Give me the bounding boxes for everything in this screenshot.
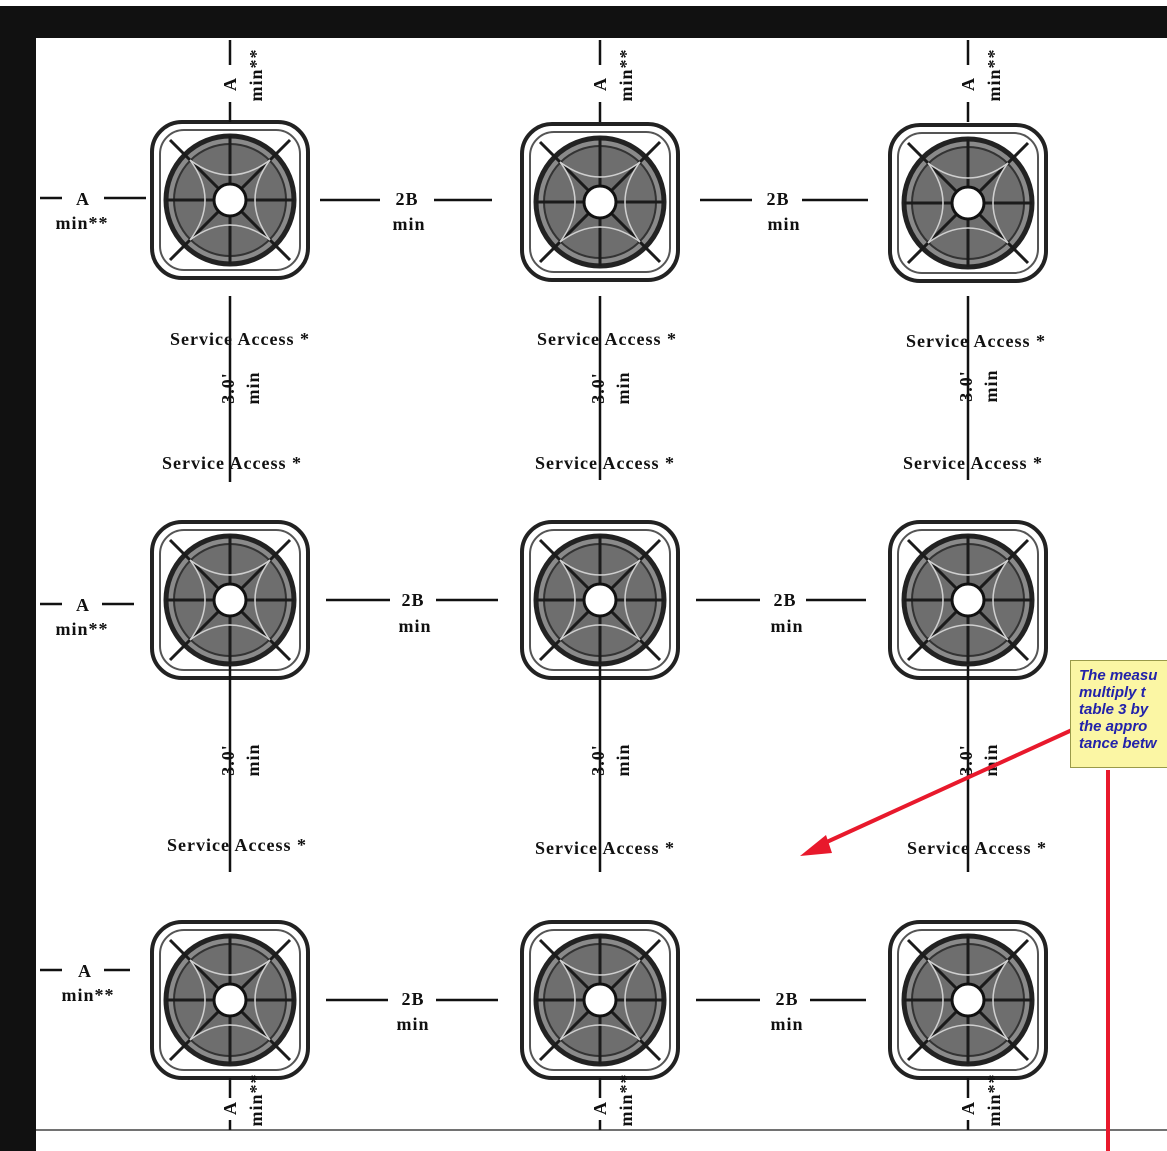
fan-unit (890, 125, 1046, 281)
spacing-min-label: min (396, 1014, 429, 1034)
bottom-a-min-label: min** (246, 1073, 266, 1126)
top-a-min-label: min** (246, 48, 266, 101)
fan-unit (152, 922, 308, 1078)
bottom-a-min-label: min** (616, 1073, 636, 1126)
spacing-min-label: min (770, 1014, 803, 1034)
service-access-label: Service Access * (535, 453, 675, 473)
spacing-min-label: min (398, 616, 431, 636)
spacing-2b-label: 2B (775, 989, 798, 1009)
spacing-2b-label: 2B (395, 189, 418, 209)
note-line: multiply t (1079, 684, 1146, 701)
fan-unit (890, 522, 1046, 678)
bottom-a-label: A (958, 1101, 978, 1115)
clearance-min-label: min (613, 743, 633, 776)
clearance-3ft-label: 3.0' (218, 372, 238, 404)
left-a-min-label: min** (55, 619, 108, 639)
clearance-min-label: min (243, 743, 263, 776)
clearance-3ft-label: 3.0' (218, 744, 238, 776)
spacing-2b-label: 2B (766, 189, 789, 209)
bottom-a-min-label: min** (984, 1073, 1004, 1126)
annotation-arrows (800, 728, 1110, 1151)
bottom-a-label: A (220, 1101, 240, 1115)
service-access-label: Service Access * (535, 838, 675, 858)
note-line: The measu (1079, 667, 1158, 684)
bottom-a-label: A (590, 1101, 610, 1115)
clearance-min-label: min (613, 371, 633, 404)
service-access-label: Service Access * (167, 835, 307, 855)
top-a-min-label: min** (984, 48, 1004, 101)
spacing-2b-label: 2B (401, 590, 424, 610)
fan-unit (890, 922, 1046, 1078)
left-a-label: A (76, 189, 90, 209)
fan-unit (152, 122, 308, 278)
top-a-label: A (590, 77, 610, 91)
note-line: the appro (1079, 718, 1148, 735)
service-access-label: Service Access * (537, 329, 677, 349)
top-a-label: A (958, 77, 978, 91)
annotation-note: The measu multiply t table 3 by the appr… (1070, 660, 1167, 768)
clearance-min-label: min (981, 369, 1001, 402)
spacing-2b-label: 2B (773, 590, 796, 610)
clearance-3ft-label: 3.0' (588, 372, 608, 404)
top-a-label: A (220, 77, 240, 91)
fan-unit (522, 922, 678, 1078)
top-a-min-label: min** (616, 48, 636, 101)
fan-unit (522, 124, 678, 280)
spacing-2b-label: 2B (401, 989, 424, 1009)
note-line: table 3 by (1079, 701, 1149, 718)
clearance-min-label: min (243, 371, 263, 404)
clearance-3ft-label: 3.0' (956, 370, 976, 402)
service-access-label: Service Access * (906, 331, 1046, 351)
spacing-min-label: min (767, 214, 800, 234)
note-line: tance betw (1079, 735, 1157, 752)
spacing-min-label: min (770, 616, 803, 636)
left-a-min-label: min** (55, 213, 108, 233)
clearance-3ft-label: 3.0' (956, 744, 976, 776)
fan-unit (152, 522, 308, 678)
service-access-label: Service Access * (162, 453, 302, 473)
spacing-min-label: min (392, 214, 425, 234)
service-access-label: Service Access * (907, 838, 1047, 858)
service-access-label: Service Access * (170, 329, 310, 349)
left-a-label: A (76, 595, 90, 615)
fan-unit (522, 522, 678, 678)
frame-left-bar (0, 6, 36, 1151)
frame-top-bar (0, 6, 1167, 38)
left-a-min-label: min** (61, 985, 114, 1005)
clearance-3ft-label: 3.0' (588, 744, 608, 776)
service-access-label: Service Access * (903, 453, 1043, 473)
left-a-label: A (78, 961, 92, 981)
dimension-lines (40, 40, 970, 1130)
